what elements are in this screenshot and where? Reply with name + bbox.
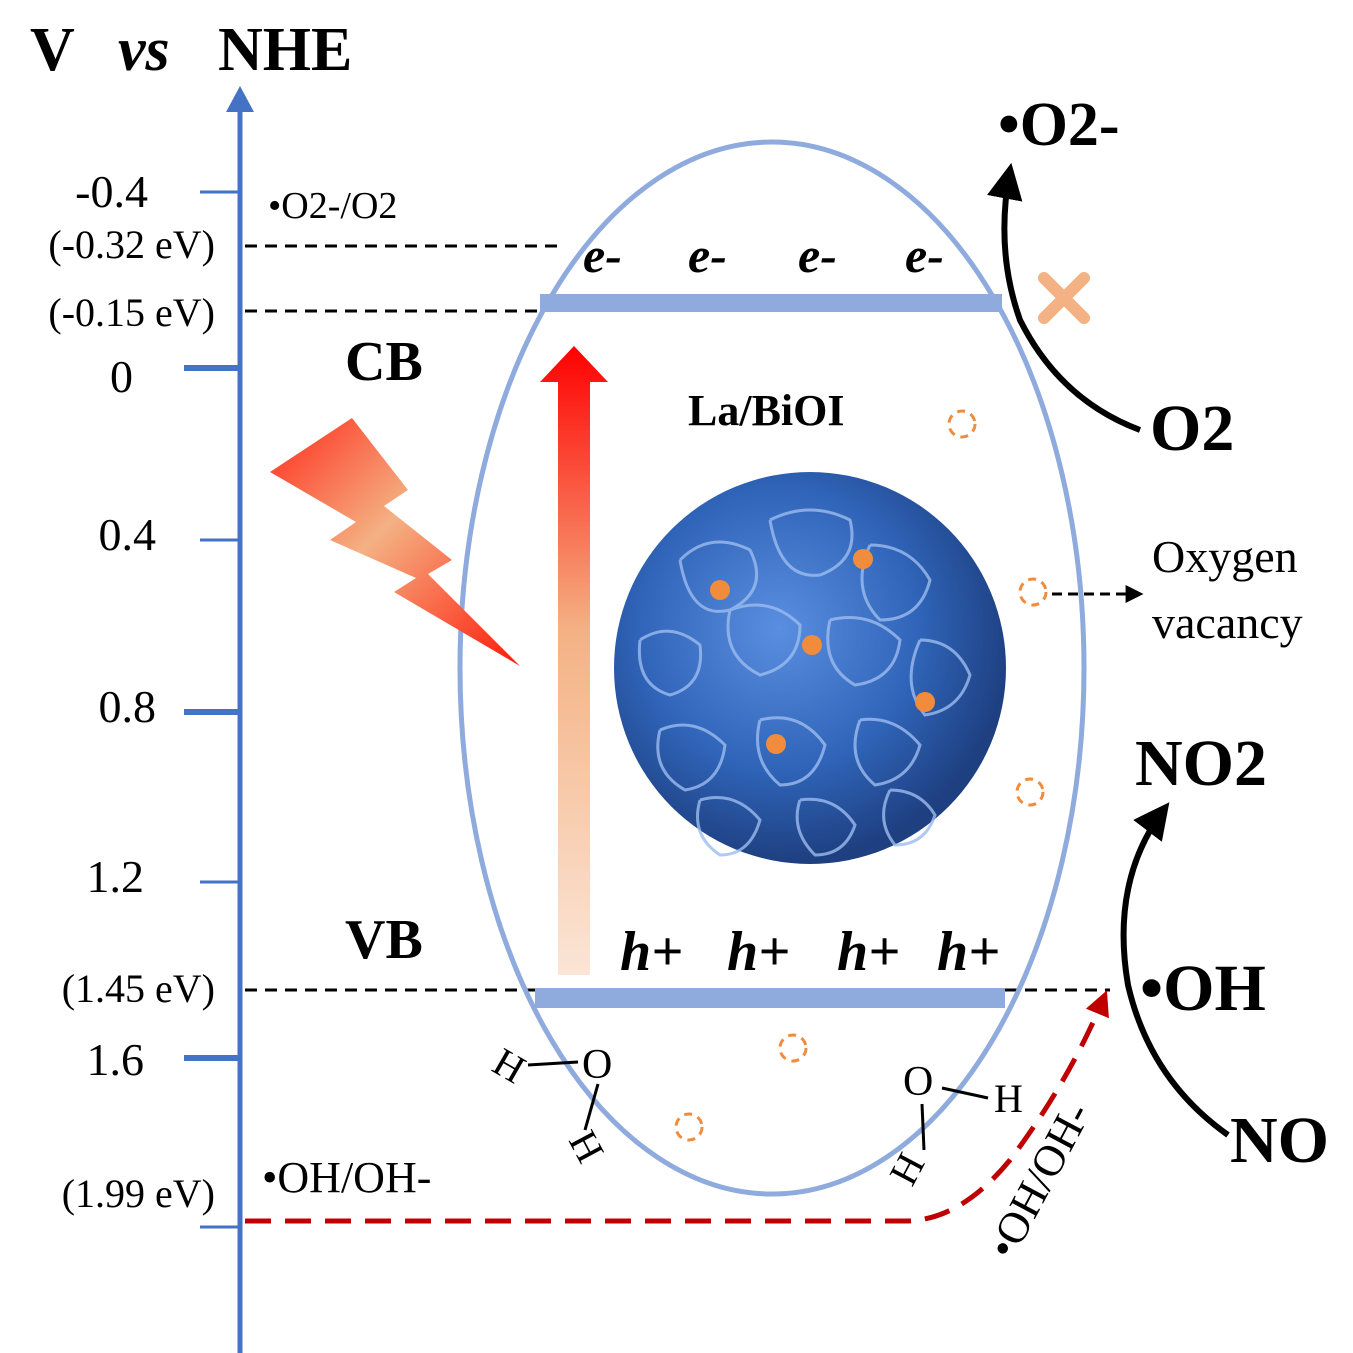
- axis-title-nhe: NHE: [218, 16, 352, 84]
- vb-potential-label: (1.45 eV): [62, 966, 215, 1011]
- valence-band-bar: [535, 988, 1005, 1008]
- oxygen-vacancy-label-line2: vacancy: [1152, 597, 1303, 648]
- water-bond: [920, 1103, 926, 1151]
- no2-label: NO2: [1135, 727, 1267, 800]
- oxygen-vacancy-icon: [778, 1033, 808, 1063]
- la-dopant-dot: [802, 635, 822, 655]
- oh-couple-left-label: •OH/OH-: [262, 1153, 431, 1202]
- tick-label: -0.4: [75, 166, 148, 217]
- no-oxidation-arrow: [1120, 802, 1230, 1138]
- hydroxyl-radical-label: •OH: [1140, 952, 1266, 1025]
- electron-label: e-: [905, 227, 944, 283]
- water-h-label: H: [994, 1076, 1023, 1121]
- potential-axis: [184, 86, 254, 1353]
- water-o-label: O: [582, 1042, 612, 1088]
- hole-label: h+: [727, 921, 790, 983]
- la-dopant-dot: [710, 580, 730, 600]
- water-bond: [527, 1060, 579, 1067]
- o2-couple-label: •O2-/O2: [268, 185, 397, 227]
- oxygen-vacancy-icon: [1015, 777, 1045, 807]
- cb-potential-label: (-0.15 eV): [48, 290, 215, 335]
- o2-reduction-arrow: [987, 162, 1142, 433]
- material-label: La/BiOI: [688, 386, 845, 435]
- water-h-label: H: [560, 1123, 613, 1170]
- tick-label: 0: [110, 351, 133, 402]
- hole-label: h+: [937, 921, 1000, 983]
- oxygen-vacancies: [674, 409, 1048, 1142]
- semiconductor-ellipse: [457, 139, 1087, 1197]
- axis-title-v: V: [30, 16, 75, 84]
- water-bond: [941, 1086, 989, 1100]
- hole-label: h+: [620, 921, 683, 983]
- axis-title-vs: vs: [118, 16, 170, 84]
- conduction-band-bar: [540, 294, 1002, 312]
- axis-arrowhead-icon: [226, 86, 254, 112]
- tick-label: 0.4: [99, 509, 157, 560]
- water-o-label: O: [903, 1059, 933, 1105]
- superoxide-label: •O2-: [998, 91, 1120, 159]
- microsphere-body: [614, 472, 1006, 864]
- electron-label: e-: [688, 227, 727, 283]
- hole-label: h+: [837, 921, 900, 983]
- blocked-cross-icon: [1038, 272, 1090, 324]
- microsphere-petals: [637, 508, 972, 857]
- biol-microsphere-image: [614, 472, 1006, 864]
- la-dopant-dot: [915, 692, 935, 712]
- oxygen-vacancy-icon: [674, 1112, 704, 1142]
- tick-label: 1.6: [87, 1034, 145, 1085]
- excitation-arrow-icon: [540, 346, 608, 975]
- oxygen-vacancy-icon: [947, 409, 977, 439]
- cb-label: CB: [345, 331, 423, 393]
- oh-potential-red-dashed-path: [245, 990, 1109, 1224]
- oxygen-label: O2: [1150, 392, 1234, 465]
- light-lightning-icon: [270, 418, 520, 666]
- electron-label: e-: [798, 227, 837, 283]
- no-label: NO: [1230, 1104, 1329, 1177]
- electron-label: e-: [583, 227, 622, 283]
- water-molecule-left: H O H: [486, 1039, 614, 1170]
- water-bond: [583, 1083, 600, 1131]
- la-dopant-dot: [766, 734, 786, 754]
- oh-potential-label: (1.99 eV): [62, 1171, 215, 1216]
- tick-label: 0.8: [99, 681, 157, 732]
- vb-label: VB: [345, 909, 423, 971]
- oxygen-vacancy-icon: [1018, 577, 1048, 607]
- o2-potential-label: (-0.32 eV): [48, 222, 215, 267]
- tick-label: 1.2: [87, 851, 145, 902]
- la-dopant-dot: [853, 549, 873, 569]
- oxygen-vacancy-label-line1: Oxygen: [1152, 531, 1298, 582]
- water-h-label: H: [880, 1146, 933, 1193]
- water-h-label: H: [486, 1039, 534, 1092]
